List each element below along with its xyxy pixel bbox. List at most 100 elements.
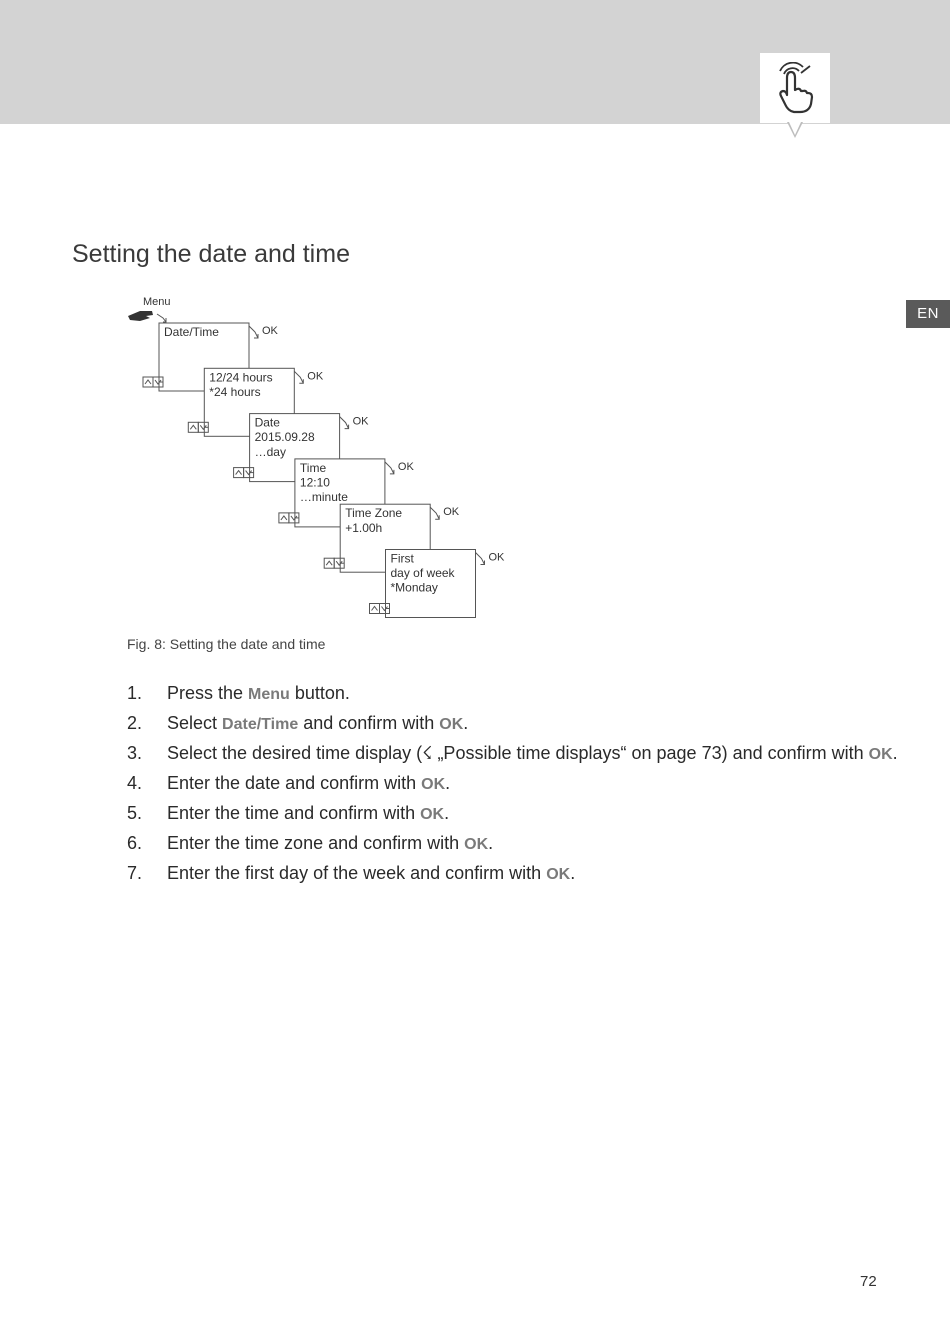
menu-screen-text: +1.00h bbox=[345, 521, 382, 535]
page-number: 72 bbox=[860, 1273, 877, 1290]
menu-screen-text: First bbox=[391, 552, 415, 566]
ok-arrow-icon bbox=[293, 370, 304, 384]
text-run: Select bbox=[167, 713, 223, 733]
text-run: . bbox=[892, 743, 898, 763]
up-button-icon bbox=[233, 467, 245, 479]
down-arrow-icon bbox=[199, 425, 207, 431]
step-item: 4. Enter the date and confirm with OK. bbox=[127, 770, 887, 800]
text-run: „Possible time displays“ on page 73) and… bbox=[432, 743, 869, 763]
step-text: Press the Menu button. bbox=[167, 680, 350, 708]
ui-keyword: OK bbox=[464, 836, 489, 853]
step-number: 6. bbox=[127, 833, 143, 853]
figure-caption: Fig. 8: Setting the date and time bbox=[127, 636, 326, 652]
up-arrow-icon bbox=[371, 605, 378, 611]
up-arrow-icon bbox=[280, 515, 288, 521]
menu-screen-text: day of week bbox=[391, 566, 456, 580]
ui-keyword: OK bbox=[439, 716, 464, 733]
ok-label: OK bbox=[398, 461, 415, 473]
language-badge: EN bbox=[906, 300, 950, 328]
ui-keyword: OK bbox=[546, 866, 571, 883]
down-arrow-icon bbox=[154, 379, 162, 385]
ui-keyword: OK bbox=[420, 806, 445, 823]
step-number: 2. bbox=[127, 713, 143, 733]
text-run: Select the desired time display ( bbox=[167, 743, 423, 763]
menu-screen-text: Time bbox=[300, 461, 327, 475]
menu-screen-text: 12:10 bbox=[300, 476, 330, 490]
menu-screen-text: …minute bbox=[300, 490, 348, 504]
step-number: 5. bbox=[127, 803, 143, 823]
menu-screen-text: 2015.09.28 bbox=[255, 430, 315, 444]
up-button-icon bbox=[323, 557, 335, 569]
up-arrow-icon bbox=[144, 379, 152, 385]
ok-arrow-icon bbox=[339, 416, 350, 430]
menu-screen-text: Time Zone bbox=[345, 506, 402, 520]
ok-arrow-icon bbox=[475, 552, 485, 565]
instruction-steps: 1. Press the Menu button. 2. Select Date/Ti… bbox=[127, 680, 898, 890]
tap-hand-icon bbox=[779, 62, 814, 114]
text-run: and confirm with bbox=[298, 713, 440, 733]
step-text: Select Date/Time and confirm with OK. bbox=[167, 710, 468, 738]
step-number: 1. bbox=[127, 683, 143, 703]
menu-screen-text: 12/24 hours bbox=[209, 370, 272, 384]
ui-keyword: OK bbox=[868, 746, 893, 763]
ok-label: OK bbox=[353, 416, 370, 428]
text-run: . bbox=[570, 863, 576, 883]
menu-screen-text: …day bbox=[255, 445, 286, 459]
text-run: Enter the date and confirm with bbox=[167, 773, 422, 793]
ok-label: OK bbox=[262, 325, 279, 337]
up-button-icon bbox=[369, 603, 380, 614]
step-text: Enter the time zone and confirm with OK. bbox=[167, 830, 493, 858]
text-run: . bbox=[445, 773, 451, 793]
ok-arrow-icon bbox=[384, 461, 395, 475]
ui-keyword: Menu bbox=[248, 686, 290, 703]
step-item: 2. Select Date/Time and confirm with OK. bbox=[127, 710, 887, 740]
ui-keyword: Date/Time bbox=[222, 716, 299, 733]
down-arrow-icon bbox=[245, 470, 252, 476]
down-arrow-icon bbox=[335, 560, 343, 567]
pointing-hand-icon bbox=[128, 311, 153, 321]
text-run: Enter the first day of the week and conf… bbox=[167, 863, 547, 883]
up-button-icon bbox=[278, 512, 290, 524]
menu-screen-box bbox=[385, 549, 476, 618]
menu-screen-text: *Monday bbox=[391, 581, 438, 595]
up-button-icon bbox=[142, 376, 154, 388]
step-number: 4. bbox=[127, 773, 143, 793]
cross-reference-icon: ☇ bbox=[422, 743, 433, 763]
menu-screen-text: *24 hours bbox=[209, 385, 260, 399]
menu-screen-text: Date/Time bbox=[164, 325, 219, 339]
step-item: 7. Enter the first day of the week and co… bbox=[127, 860, 887, 890]
step-text: Select the desired time display (☇ „Poss… bbox=[167, 740, 898, 768]
text-run: Enter the time zone and confirm with bbox=[167, 833, 465, 853]
step-item: 5. Enter the time and confirm with OK. bbox=[127, 800, 887, 830]
step-text: Enter the first day of the week and conf… bbox=[167, 860, 575, 888]
up-button-icon bbox=[187, 421, 199, 433]
step-item: 3. Select the desired time display (☇ „Po… bbox=[127, 740, 898, 770]
text-run: . bbox=[463, 713, 469, 733]
step-number: 7. bbox=[127, 863, 143, 883]
text-run: Press the bbox=[167, 683, 249, 703]
step-item: 6. Enter the time zone and confirm with O… bbox=[127, 830, 887, 860]
menu-screen-text: Date bbox=[255, 416, 281, 430]
ok-label: OK bbox=[307, 370, 324, 382]
ok-label: OK bbox=[489, 552, 506, 564]
text-run: Enter the time and confirm with bbox=[167, 803, 421, 823]
step-text: Enter the date and confirm with OK. bbox=[167, 770, 450, 798]
step-text: Enter the time and confirm with OK. bbox=[167, 800, 449, 828]
menu-label: Menu bbox=[143, 296, 171, 308]
step-number: 3. bbox=[127, 743, 143, 763]
section-title: Setting the date and time bbox=[72, 240, 350, 268]
step-item: 1. Press the Menu button. bbox=[127, 680, 887, 710]
ok-label: OK bbox=[443, 506, 460, 518]
text-run: . bbox=[488, 833, 494, 853]
down-arrow-icon bbox=[290, 515, 298, 521]
text-run: . bbox=[444, 803, 450, 823]
menu-arrow-icon bbox=[156, 313, 167, 323]
ok-arrow-icon bbox=[429, 506, 440, 520]
ui-keyword: OK bbox=[421, 776, 446, 793]
up-arrow-icon bbox=[235, 469, 242, 475]
down-arrow-icon bbox=[381, 606, 388, 612]
up-arrow-icon bbox=[189, 424, 197, 430]
up-arrow-icon bbox=[325, 560, 333, 566]
text-run: button. bbox=[289, 683, 350, 703]
